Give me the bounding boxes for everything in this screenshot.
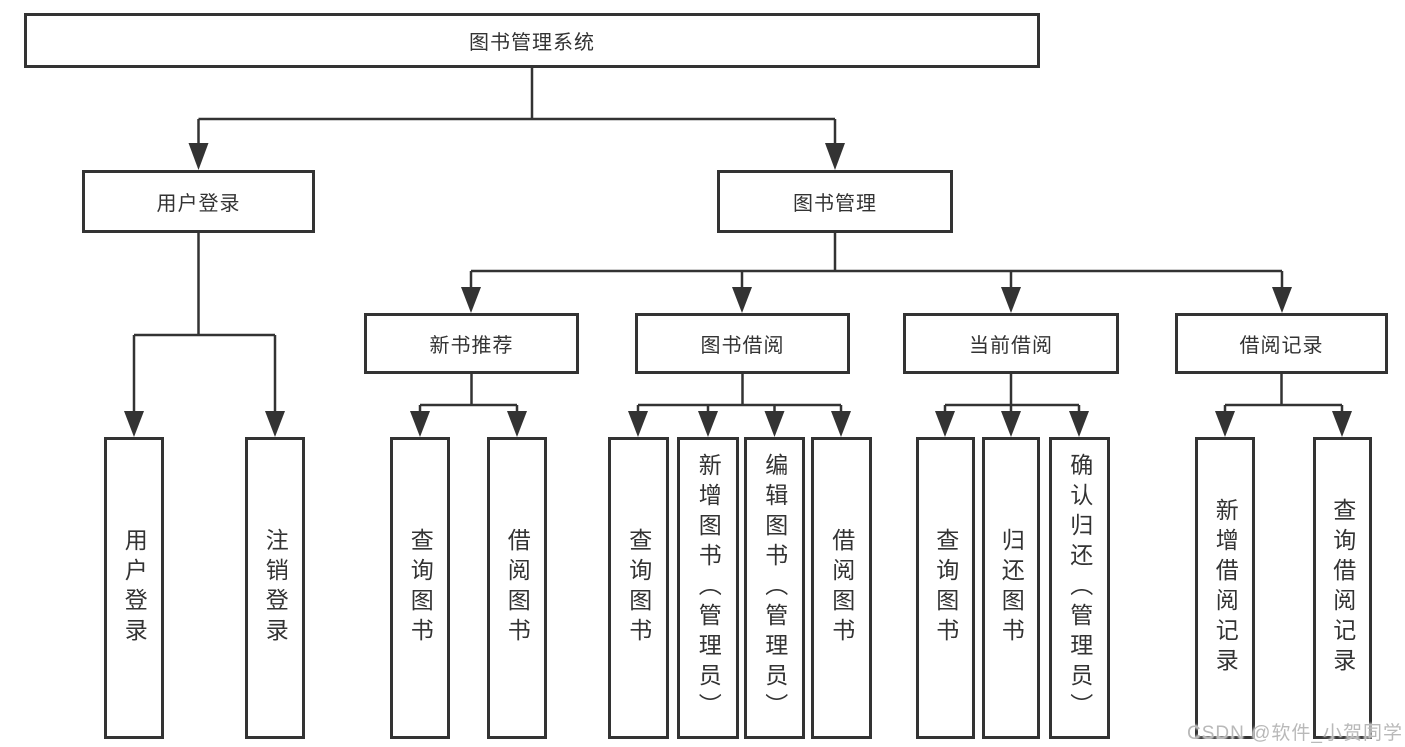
leaf-user-login-label: 用户登录: [121, 528, 148, 648]
leaf-query-borrow-record-label: 查询借阅记录: [1329, 498, 1356, 678]
node-book-management-label: 图书管理: [793, 193, 877, 215]
leaf-query-books-1: 查询图书: [390, 437, 450, 739]
leaf-borrow-books-1-label: 借阅图书: [504, 528, 531, 648]
node-book-borrow-label: 图书借阅: [700, 335, 785, 357]
leaf-borrow-books-2-label: 借阅图书: [828, 528, 855, 648]
leaf-logout: 注销登录: [245, 437, 305, 739]
leaf-borrow-books-1: 借阅图书: [487, 437, 547, 739]
node-book-borrow: 图书借阅: [635, 313, 850, 374]
leaf-confirm-return-admin-label: 确认归还（管理员）: [1066, 453, 1093, 723]
leaf-query-books-2: 查询图书: [608, 437, 669, 739]
leaf-query-books-2-label: 查询图书: [625, 528, 652, 648]
arrowhead-icons: [124, 143, 1352, 437]
leaf-borrow-books-2: 借阅图书: [811, 437, 872, 739]
leaf-edit-book-admin: 编辑图书（管理员）: [744, 437, 805, 739]
leaf-query-borrow-record: 查询借阅记录: [1313, 437, 1372, 739]
node-root-label: 图书管理系统: [469, 32, 595, 54]
node-current-borrow-label: 当前借阅: [969, 335, 1053, 357]
node-new-book-recommend-label: 新书推荐: [429, 335, 514, 357]
node-borrow-records-label: 借阅记录: [1239, 335, 1324, 357]
leaf-user-login: 用户登录: [104, 437, 164, 739]
leaf-logout-label: 注销登录: [262, 528, 289, 648]
leaf-confirm-return-admin: 确认归还（管理员）: [1049, 437, 1110, 739]
leaf-add-borrow-record: 新增借阅记录: [1195, 437, 1255, 739]
node-user-login: 用户登录: [82, 170, 315, 233]
node-user-login-label: 用户登录: [156, 193, 241, 215]
leaf-add-book-admin-label: 新增图书（管理员）: [695, 453, 722, 723]
node-root-system: 图书管理系统: [24, 13, 1040, 68]
leaf-query-books-3: 查询图书: [916, 437, 975, 739]
node-book-management: 图书管理: [717, 170, 953, 233]
leaf-add-borrow-record-label: 新增借阅记录: [1212, 498, 1239, 678]
csdn-watermark: CSDN @软件_小贺同学: [1187, 723, 1403, 744]
leaf-return-books-label: 归还图书: [998, 528, 1025, 648]
leaf-return-books: 归还图书: [982, 437, 1040, 739]
node-borrow-records: 借阅记录: [1175, 313, 1388, 374]
leaf-add-book-admin: 新增图书（管理员）: [677, 437, 739, 739]
node-current-borrow: 当前借阅: [903, 313, 1119, 374]
leaf-query-books-1-label: 查询图书: [407, 528, 434, 648]
leaf-edit-book-admin-label: 编辑图书（管理员）: [761, 453, 788, 723]
node-new-book-recommend: 新书推荐: [364, 313, 579, 374]
leaf-query-books-3-label: 查询图书: [932, 528, 959, 648]
